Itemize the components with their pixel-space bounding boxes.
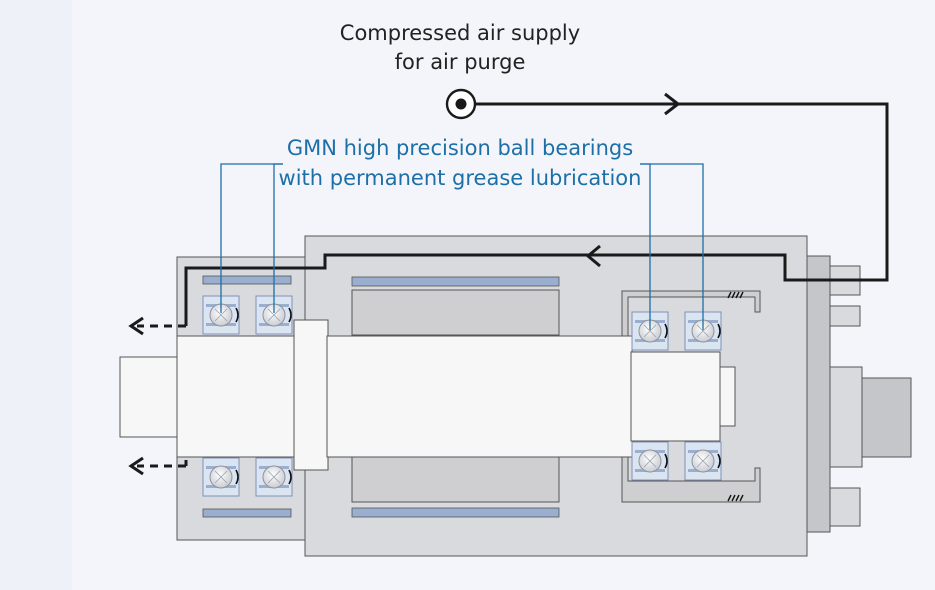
shaft-nose [119, 356, 179, 438]
rear-cover [806, 255, 831, 533]
bearing-label-line1: GMN high precision ball bearings [286, 136, 634, 160]
bearing-front-bottom-1 [202, 457, 240, 497]
stator-strip-bottom [351, 507, 560, 518]
air-inlet-dot [455, 98, 467, 110]
exhaust-arrow-bottom [128, 456, 144, 476]
rear-fitting-lower [829, 487, 861, 527]
shaft-rear [630, 351, 721, 442]
front-strip-bottom [202, 508, 292, 518]
stator-top [351, 289, 560, 336]
bearing-front-bottom-2 [255, 457, 293, 497]
air-supply-label: Compressed air supply for air purge [305, 19, 615, 77]
bearing-label-line2: with permanent grease lubrication [278, 166, 642, 190]
stator-strip-top [351, 276, 560, 287]
bearing-label: GMN high precision ball bearings with pe… [260, 133, 660, 193]
spring-top [727, 291, 744, 299]
shaft-rotor [326, 335, 633, 458]
bearing-rear-bottom-2 [684, 441, 722, 481]
front-strip-top [202, 275, 292, 285]
rear-connector [861, 377, 912, 458]
leader-lines-front [220, 163, 283, 313]
air-supply-label-line2: for air purge [394, 50, 526, 74]
flow-arrow-mid [585, 244, 601, 268]
spring-bottom [727, 494, 744, 502]
rear-fitting-upper [829, 305, 861, 327]
shaft-front [176, 335, 296, 458]
leader-lines-rear [640, 163, 704, 330]
shaft-collar [293, 319, 329, 471]
bearing-rear-bottom-1 [631, 441, 669, 481]
rear-hub [829, 366, 863, 468]
air-supply-label-line1: Compressed air supply [339, 21, 581, 45]
air-supply-line [184, 102, 889, 326]
stator-bottom [351, 454, 560, 503]
flow-arrow-top [664, 92, 681, 116]
exhaust-arrow-top [128, 316, 144, 336]
shaft-rear-tip [719, 366, 736, 427]
